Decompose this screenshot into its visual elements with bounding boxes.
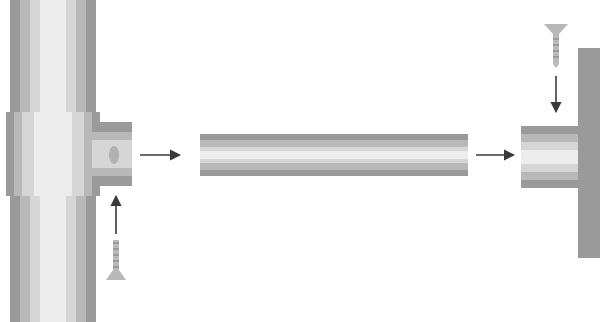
screw-icon	[544, 24, 568, 68]
tee-connector	[6, 112, 132, 196]
wall-flange	[521, 126, 579, 188]
screw-icon	[106, 240, 126, 280]
wall-plate	[578, 48, 600, 258]
horizontal-rod	[200, 134, 468, 176]
screw-hole-icon	[109, 146, 119, 164]
